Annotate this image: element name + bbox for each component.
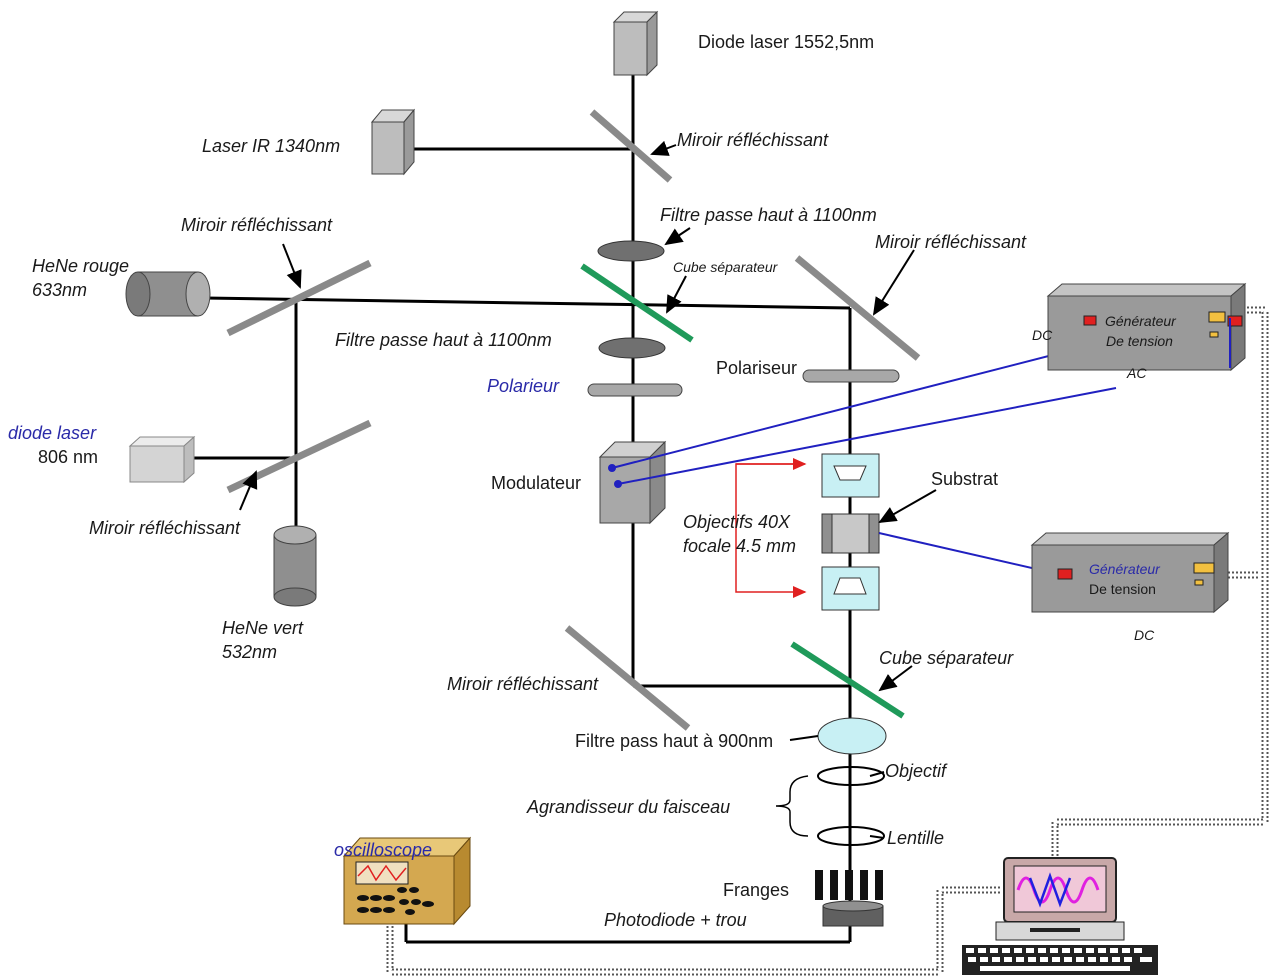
laser-ir-box (370, 108, 416, 176)
label-cube-sep-bottom: Cube séparateur (879, 648, 1014, 668)
substrate-block (821, 513, 880, 554)
label-miroir-bottom: Miroir réfléchissant (447, 674, 599, 694)
filter-top (597, 240, 665, 262)
label-diode-806-nm: 806 nm (38, 447, 98, 467)
expander-brace (775, 775, 809, 837)
photodiode (822, 900, 884, 927)
label-miroir-top: Miroir réfléchissant (677, 130, 829, 150)
hene-green-laser (273, 525, 317, 607)
voltage-generator-bottom (1030, 531, 1230, 614)
mirror-bottom (564, 625, 691, 731)
label-filtre-900: Filtre pass haut à 900nm (575, 731, 773, 751)
polarizer-right (802, 369, 900, 383)
label-objectifs: Objectifs 40X (683, 512, 791, 532)
label-miroir-left-low: Miroir réfléchissant (89, 518, 241, 538)
data-cables (386, 306, 1269, 976)
label-cube-sep-top: Cube séparateur (673, 259, 779, 275)
label-gen2-line1: Générateur (1089, 561, 1161, 577)
label-filtre-mid: Filtre passe haut à 1100nm (335, 330, 552, 350)
oscilloscope-box (342, 836, 472, 926)
label-gen1-line1: Générateur (1105, 313, 1177, 329)
label-diode-1552: Diode laser 1552,5nm (698, 32, 874, 52)
label-hene-rouge: HeNe rouge (32, 256, 129, 276)
signal-wires (611, 349, 1117, 575)
lens-lentille (817, 826, 885, 846)
label-oscilloscope: oscilloscope (334, 840, 432, 860)
objective-top (821, 453, 880, 498)
label-agrandisseur: Agrandisseur du faisceau (526, 797, 730, 817)
label-gen1-line2: De tension (1106, 333, 1173, 349)
label-ac: AC (1126, 365, 1147, 381)
label-polarieur: Polarieur (487, 376, 560, 396)
hene-red-laser (125, 271, 211, 317)
filter-900 (817, 717, 887, 755)
modulator-cube (598, 440, 667, 525)
label-objectif: Objectif (885, 761, 948, 781)
label-pointers (239, 140, 937, 839)
label-hene-rouge-nm: 633nm (32, 280, 87, 300)
diode-laser-806-box (128, 435, 196, 484)
label-polariseur: Polariseur (716, 358, 797, 378)
mirror-left-top (226, 259, 372, 337)
fringes (815, 870, 883, 900)
label-photodiode: Photodiode + trou (604, 910, 747, 930)
label-laser-ir: Laser IR 1340nm (202, 136, 340, 156)
label-focale: focale 4.5 mm (683, 536, 796, 556)
label-miroir-right-top: Miroir réfléchissant (875, 232, 1027, 252)
label-diode-806: diode laser (8, 423, 97, 443)
label-miroir-left-top: Miroir réfléchissant (181, 215, 333, 235)
filter-mid (598, 337, 666, 359)
computer-workstation (962, 857, 1158, 975)
label-dc-top: DC (1032, 327, 1053, 343)
label-franges: Franges (723, 880, 789, 900)
voltage-generator-top (1046, 282, 1247, 372)
mirror-top (589, 109, 673, 183)
diode-laser-1552-box (612, 10, 659, 77)
label-hene-vert: HeNe vert (222, 618, 304, 638)
objectives-bracket (735, 458, 807, 598)
label-dc-bottom: DC (1134, 627, 1155, 643)
label-substrat: Substrat (931, 469, 998, 489)
beam-splitter-top (580, 263, 694, 343)
beam-splitter-bottom (790, 641, 905, 719)
label-filtre-top: Filtre passe haut à 1100nm (660, 205, 877, 225)
polarizer-left (587, 383, 683, 397)
laser-beams (192, 72, 852, 944)
label-gen2-line2: De tension (1089, 581, 1156, 597)
label-modulateur: Modulateur (491, 473, 581, 493)
mirror-right-top (794, 255, 921, 361)
objective-bottom (821, 566, 880, 611)
label-lentille: Lentille (887, 828, 944, 848)
label-hene-vert-nm: 532nm (222, 642, 277, 662)
lens-objectif (817, 766, 885, 786)
